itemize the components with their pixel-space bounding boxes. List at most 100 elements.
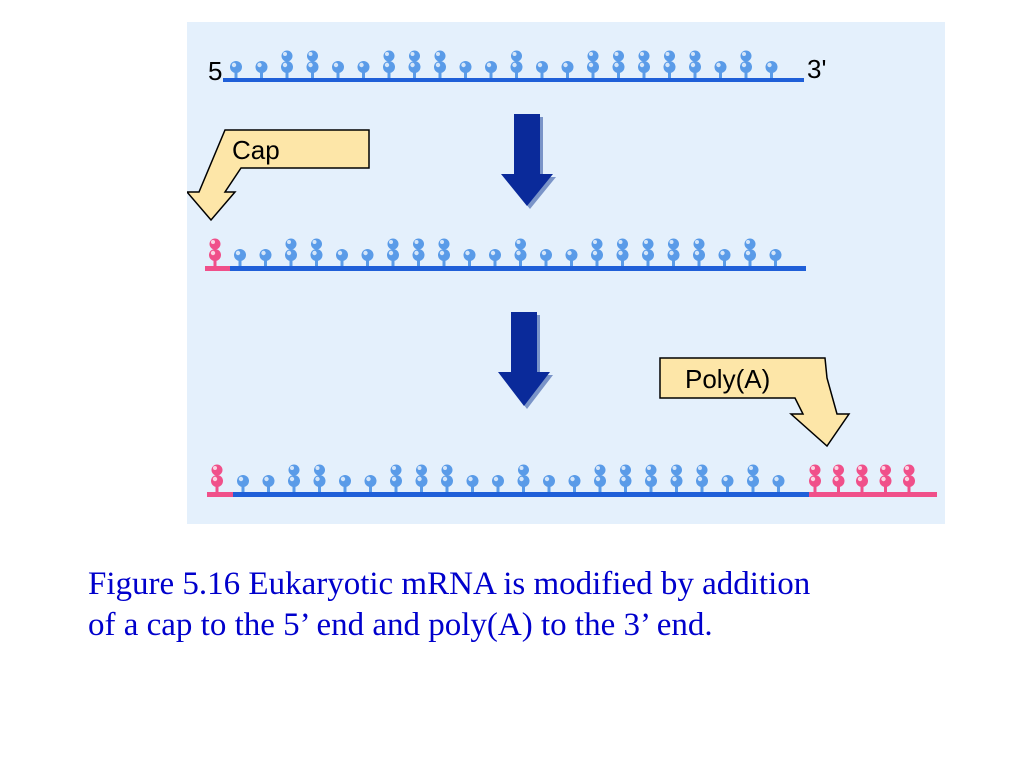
figure-caption: Figure 5.16 Eukaryotic mRNA is modified …	[88, 564, 988, 646]
pre-mrna-strand: 5 3'	[208, 50, 826, 86]
nucleotide	[612, 50, 625, 78]
nucleotide	[903, 464, 915, 492]
nucleotide	[313, 464, 326, 492]
nucleotide	[255, 61, 268, 78]
nucleotide	[721, 475, 734, 492]
nucleotide	[565, 249, 578, 266]
down-arrow-icon	[498, 312, 553, 409]
nucleotide	[616, 238, 629, 266]
three-prime-label: 3'	[807, 54, 826, 84]
nucleotide	[306, 50, 319, 78]
nucleotide	[485, 61, 497, 78]
strand-backbone	[223, 78, 804, 82]
nucleotide	[237, 475, 249, 492]
cap-label: Cap	[232, 135, 280, 165]
nucleotide	[718, 249, 731, 266]
nucleotide	[568, 475, 581, 492]
nucleotide	[230, 61, 242, 78]
nucleotide	[357, 61, 370, 78]
nucleotide	[856, 464, 868, 492]
nucleotide	[536, 61, 548, 78]
nucleotide	[364, 475, 377, 492]
caption-line-1: Figure 5.16 Eukaryotic mRNA is modified …	[88, 566, 811, 602]
cap-callout: Cap	[187, 129, 370, 222]
nucleotide	[667, 238, 680, 266]
nucleotide	[459, 61, 472, 78]
nucleotide	[747, 464, 759, 492]
nucleotide	[638, 50, 650, 78]
nucleotide	[663, 50, 676, 78]
nucleotide	[642, 238, 654, 266]
nucleotide	[696, 464, 708, 492]
nucleotide-row	[237, 464, 785, 492]
nucleotide	[587, 50, 599, 78]
strand-backbone	[233, 492, 809, 497]
nucleotide	[517, 464, 530, 492]
nucleotide	[689, 50, 701, 78]
mature-mrna-strand	[207, 464, 937, 497]
down-arrow-icon	[501, 114, 556, 209]
nucleotide	[670, 464, 683, 492]
nucleotide	[714, 61, 727, 78]
nucleotide	[211, 464, 223, 492]
nucleotide	[288, 464, 300, 492]
nucleotide	[765, 61, 778, 78]
nucleotide	[339, 475, 351, 492]
nucleotide	[772, 475, 785, 492]
nucleotide	[209, 238, 221, 266]
nucleotide	[285, 238, 297, 266]
nucleotide	[408, 50, 421, 78]
cap-nucleotide	[209, 238, 221, 266]
nucleotide	[390, 464, 402, 492]
strand-backbone	[230, 266, 806, 271]
cap-backbone	[207, 492, 233, 497]
cap-backbone	[205, 266, 230, 271]
caption-line-2: of a cap to the 5’ end and poly(A) to th…	[88, 607, 713, 643]
nucleotide	[832, 464, 845, 492]
nucleotide	[262, 475, 275, 492]
nucleotide	[591, 238, 603, 266]
capped-mrna-strand	[205, 238, 806, 271]
nucleotide	[540, 249, 552, 266]
polya-backbone	[809, 492, 937, 497]
nucleotide	[619, 464, 632, 492]
nucleotide	[809, 464, 821, 492]
nucleotide	[879, 464, 892, 492]
nucleotide	[234, 249, 246, 266]
mrna-processing-diagram: 5 3' Cap Po	[187, 50, 937, 497]
nucleotide	[332, 61, 344, 78]
polya-callout: Poly(A)	[659, 357, 851, 448]
nucleotide	[740, 50, 752, 78]
nucleotide	[561, 61, 574, 78]
nucleotide	[361, 249, 374, 266]
nucleotide	[645, 464, 657, 492]
nucleotide	[412, 238, 425, 266]
nucleotide	[438, 238, 450, 266]
nucleotide	[415, 464, 428, 492]
nucleotide-row	[230, 50, 778, 78]
cap-nucleotide	[211, 464, 223, 492]
nucleotide	[466, 475, 479, 492]
figure-panel: 5 3' Cap Po	[187, 22, 945, 524]
nucleotide-row	[234, 238, 782, 266]
polya-tail	[809, 464, 915, 492]
nucleotide	[281, 50, 293, 78]
nucleotide	[383, 50, 395, 78]
five-prime-label: 5	[208, 56, 222, 86]
nucleotide	[492, 475, 504, 492]
nucleotide	[594, 464, 606, 492]
nucleotide	[336, 249, 348, 266]
nucleotide	[693, 238, 705, 266]
nucleotide	[510, 50, 523, 78]
nucleotide	[259, 249, 272, 266]
nucleotide	[543, 475, 555, 492]
nucleotide	[434, 50, 446, 78]
nucleotide	[441, 464, 453, 492]
nucleotide	[489, 249, 501, 266]
nucleotide	[387, 238, 399, 266]
nucleotide	[310, 238, 323, 266]
polya-label: Poly(A)	[685, 364, 770, 394]
nucleotide	[463, 249, 476, 266]
nucleotide	[744, 238, 756, 266]
nucleotide	[769, 249, 782, 266]
